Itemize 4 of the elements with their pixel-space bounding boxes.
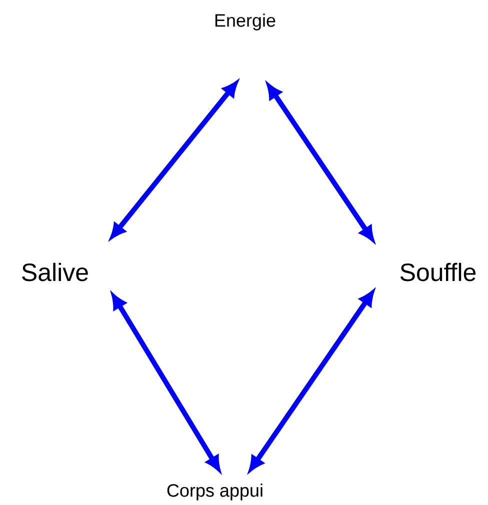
node-label: Souffle (400, 262, 476, 282)
node-label: Energie (215, 14, 276, 30)
node-label: Corps appui (167, 484, 262, 500)
node-label: Salive (22, 262, 88, 282)
